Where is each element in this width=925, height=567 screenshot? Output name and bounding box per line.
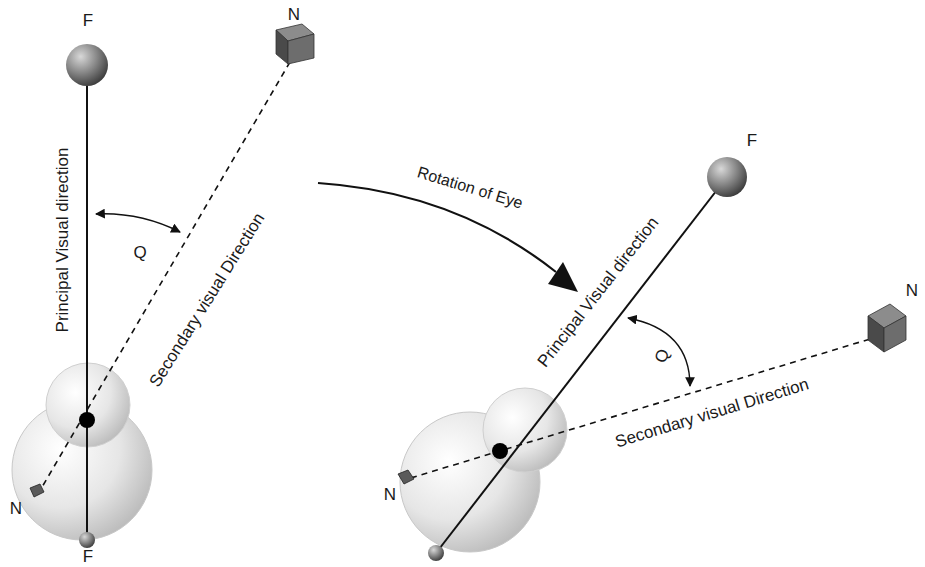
object-letter: N [288, 6, 300, 23]
right-eye [400, 388, 567, 552]
direction-label: Secondary visual Direction [146, 210, 267, 390]
fixation-image [428, 545, 444, 561]
principal-line [436, 177, 727, 553]
direction-label: Secondary visual Direction [613, 375, 810, 450]
angle-arc [628, 318, 690, 386]
fixation-image [79, 532, 95, 548]
fixation-sphere [707, 157, 747, 197]
object-letter: N [384, 486, 396, 503]
object-image [30, 484, 44, 497]
object-letter: F [83, 12, 93, 29]
object-image [398, 470, 414, 484]
object-cube [276, 24, 314, 64]
secondary-line [38, 62, 290, 494]
angle-label: Q [652, 347, 673, 365]
object-letter: F [747, 132, 757, 149]
left-eye [12, 363, 152, 540]
fixation-sphere [66, 44, 108, 86]
object-letter: N [906, 282, 918, 299]
rotation-arrowhead [548, 262, 578, 292]
object-letter: F [83, 548, 93, 565]
secondary-line [404, 336, 880, 480]
object-letter: N [10, 500, 22, 517]
angle-label: Q [133, 244, 146, 261]
principal-line [86, 65, 88, 540]
direction-label: Principal Visual direction [534, 214, 661, 370]
nodal-point [492, 443, 508, 459]
direction-label: Principal Visual direction [54, 148, 71, 333]
angle-arc [96, 214, 180, 232]
object-cube [868, 304, 906, 352]
nodal-point [79, 412, 95, 428]
